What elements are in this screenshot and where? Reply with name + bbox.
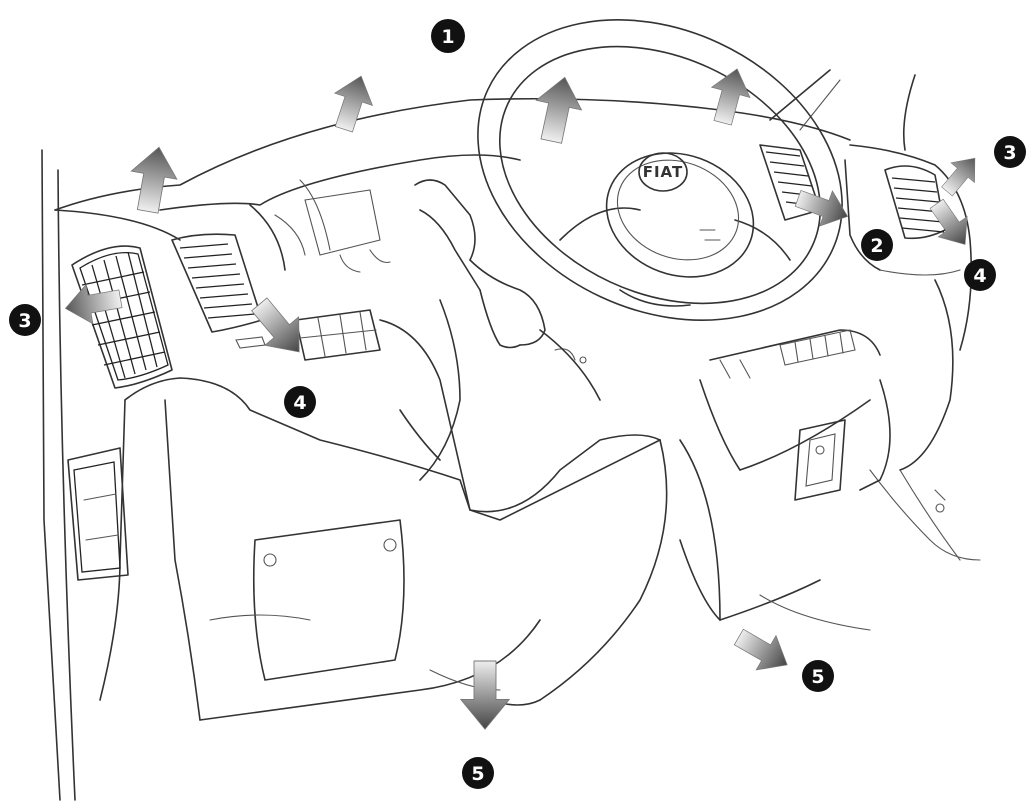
- steering-column: [399, 179, 601, 481]
- callout-5-right: 5: [802, 660, 834, 692]
- left-pillar: [41, 149, 76, 801]
- svg-text:2: 2: [870, 235, 883, 257]
- svg-text:5: 5: [811, 666, 824, 688]
- steering-wheel: FIAT: [477, 19, 843, 321]
- svg-text:3: 3: [1003, 142, 1016, 164]
- lower-right-dash: [429, 379, 891, 691]
- svg-text:4: 4: [293, 392, 306, 414]
- steering-wheel-hub: FIAT: [605, 152, 755, 278]
- left-side-vent: [71, 245, 173, 389]
- windscreen-arrow-4: [703, 63, 757, 129]
- right-dash-area: [769, 69, 981, 561]
- callout-3-left: 3: [9, 304, 41, 336]
- svg-text:1: 1: [441, 26, 454, 48]
- svg-text:3: 3: [18, 310, 31, 332]
- fiat-logo-badge: [638, 152, 688, 192]
- right-side-vent: [884, 165, 946, 240]
- lower-left-dash: [67, 377, 541, 721]
- callout-4-right: 4: [964, 259, 996, 291]
- right-side-vent-arrow: [934, 148, 987, 202]
- callout-4-left: 4: [284, 386, 316, 418]
- footwell-arrow-center: [460, 660, 510, 730]
- switch-panel: [295, 309, 381, 361]
- svg-text:4: 4: [973, 265, 986, 287]
- callout-2: 2: [861, 229, 893, 261]
- windscreen-arrow-3: [528, 72, 588, 147]
- callout-5-bottom: 5: [462, 757, 494, 789]
- footwell-arrow-right: [728, 619, 798, 683]
- left-center-vent: [171, 233, 266, 349]
- left-center-vent-arrow: [242, 289, 317, 367]
- callout-1: 1: [431, 19, 465, 53]
- callout-3-right: 3: [994, 136, 1026, 168]
- svg-text:5: 5: [471, 763, 484, 785]
- center-console: [379, 319, 881, 706]
- fiat-logo-text: FIAT: [643, 163, 684, 181]
- right-center-vent-arrow: [791, 180, 855, 235]
- windscreen-arrow-1: [124, 142, 183, 216]
